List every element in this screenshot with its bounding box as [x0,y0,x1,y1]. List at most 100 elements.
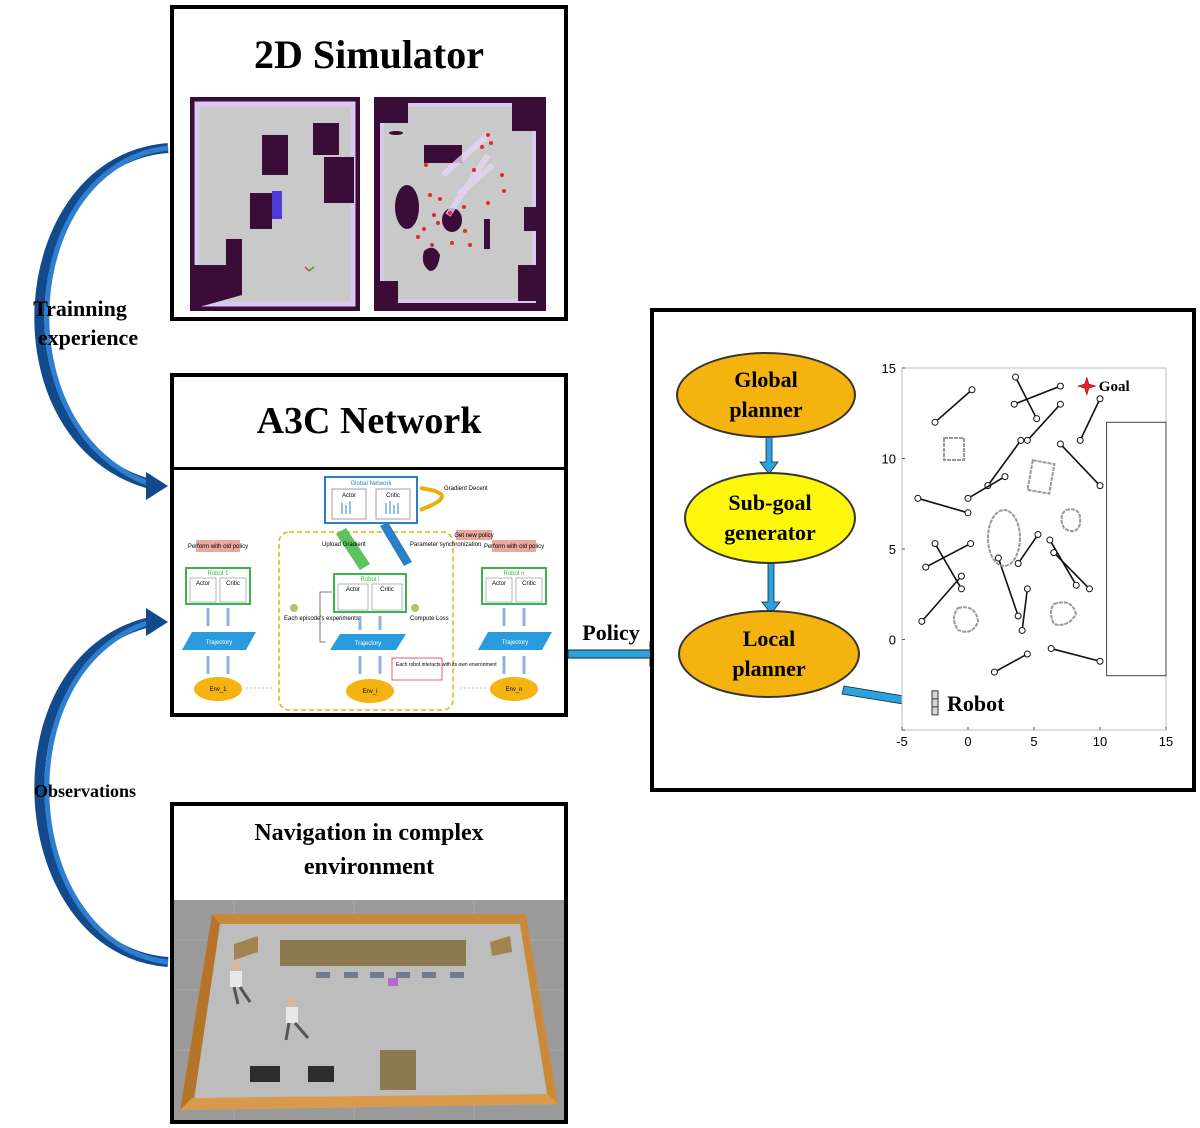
y-tick-label: 10 [882,452,896,467]
waypoint-marker [968,386,976,394]
navigation-title-line2: environment [303,854,435,880]
get-new-policy-label: Get new policy [454,533,493,539]
path-segment [921,575,963,622]
robot-1-label: Robot 1 [207,571,229,577]
path-segment [1079,398,1101,441]
robot-i-label: Robot i [360,577,379,583]
waypoint-marker [1085,585,1093,593]
waypoint-marker [1023,585,1031,593]
y-tick-label: 0 [889,633,896,648]
waypoint-marker [931,540,939,548]
waypoint-marker [1017,436,1025,444]
trajectory-label-i: Trajectory [355,641,381,647]
upload-gradient-label: Upload Gradient [322,542,366,548]
local-planner-node: Local planner [678,610,860,698]
path-segment [1059,443,1101,487]
path-segment [1014,376,1038,420]
waypoint-marker [1014,612,1022,620]
env-1-label: Env_1 [209,687,227,693]
perform-old-policy-label-1: Perform with old policy [188,544,248,550]
global-planner-line1: Global [734,367,798,392]
simulator-title: 2D Simulator [254,32,484,77]
path-segment [917,497,969,514]
x-tick-label: -5 [896,734,908,749]
parameter-sync-label: Parameter synchronization [410,542,481,548]
subgoal-line2: generator [724,520,816,545]
y-tick-label: 15 [882,361,896,376]
simulator-maps [190,97,546,311]
path-segment [925,542,972,568]
robot-1-critic: Critic [226,581,240,587]
robot-label: Robot [947,691,1005,716]
robot-i-critic: Critic [380,587,394,593]
robot-n-actor: Actor [492,581,506,587]
robot-1-actor: Actor [196,581,210,587]
waypoint-marker [1072,581,1080,589]
training-label-line1: Trainning [33,296,127,321]
path-segment [1050,647,1101,662]
a3c-panel: A3C Network Global Network Actor Critic … [170,373,568,717]
waypoint-marker [1046,536,1054,544]
path-segment [994,653,1028,673]
waypoint-marker [1018,626,1026,634]
path-segment [1026,403,1061,441]
waypoint-marker [1001,473,1009,481]
trajectory-label-1: Trajectory [206,640,232,646]
simulator-panel: 2D Simulator [170,5,568,321]
goal-star-icon [1076,376,1097,396]
waypoint-marker [1033,415,1041,423]
each-episode-label: Each episode's experiments [284,616,359,622]
robot-n-critic: Critic [522,581,536,587]
waypoint-marker [1096,657,1104,665]
simulator-map-left [190,97,360,311]
simulator-map-right [374,97,546,311]
path-segment [1017,534,1039,564]
waypoint-marker [1023,650,1031,658]
path-segment [1021,588,1029,631]
global-actor-label: Actor [342,493,356,499]
waypoint-marker [990,668,998,676]
gradient-descent-label: Gradient Decent [444,486,488,492]
person-1-icon [230,961,252,1005]
waypoint-marker [994,554,1002,562]
global-planner-line2: planner [729,397,803,422]
path-segment [997,557,1019,617]
observations-label: Observations [33,781,136,801]
x-tick-label: 10 [1093,734,1107,749]
plot-frame [901,367,1167,731]
waypoint-marker [1056,400,1064,408]
waypoint-marker [967,540,975,548]
waypoint-marker [922,563,930,571]
navigation-scene [174,900,564,1120]
person-2-icon [284,997,310,1041]
path-segment [1013,385,1061,405]
x-tick-label: 0 [964,734,971,749]
navigation-title-line1: Navigation in complex [254,820,484,846]
path-segment [967,475,1006,500]
waypoint-marker [931,418,939,426]
waypoint-marker [1050,549,1058,557]
local-planner-line1: Local [742,626,796,651]
local-planner-line2: planner [732,656,806,681]
subgoal-line1: Sub-goal [728,490,812,515]
left-arrows [34,143,169,967]
policy-label: Policy [582,620,640,645]
path-segment [934,389,973,423]
robot-icon [931,690,939,716]
waypoint-marker [1010,400,1018,408]
env-n-label: Env_n [505,687,522,693]
trajectory-label-n: Trajectory [502,640,528,646]
waypoint-marker [914,494,922,502]
waypoint-marker [957,572,965,580]
waypoint-marker [1047,645,1055,653]
path-segment [987,439,1022,487]
waypoint-marker [964,494,972,502]
waypoint-marker [918,617,926,625]
waypoint-marker [1076,436,1084,444]
global-planner-node: Global planner [676,352,856,438]
waypoint-marker [1012,373,1020,381]
global-network-label: Global Network [350,481,392,487]
global-critic-label: Critic [386,493,400,499]
subgoal-generator-node: Sub-goal generator [684,472,856,564]
